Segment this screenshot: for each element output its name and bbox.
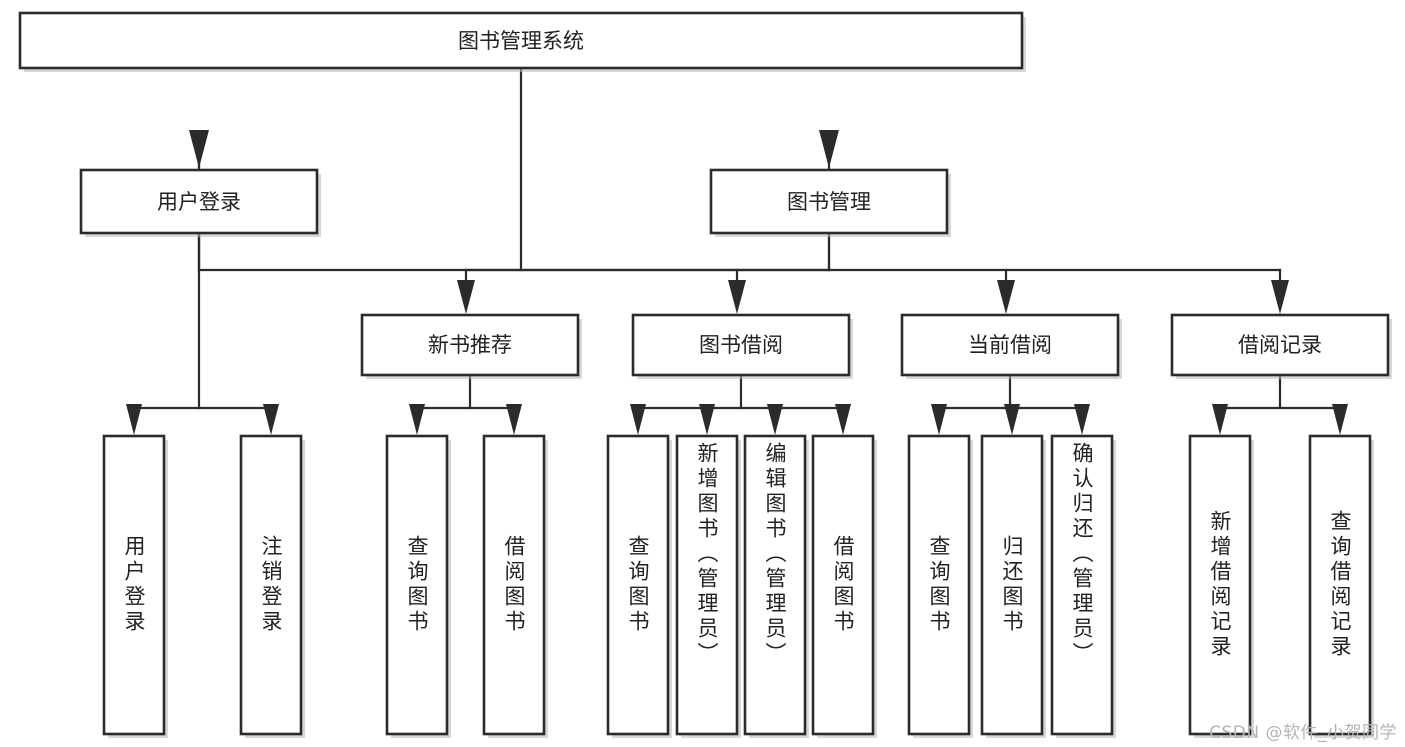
node-current-borrowing[interactable] — [900, 313, 1120, 377]
arrowhead-user-login — [189, 130, 209, 168]
node-leaf-return-book[interactable] — [980, 434, 1044, 736]
arrowhead-borrow-record — [1271, 280, 1289, 314]
node-leaf-query-borrowing-record[interactable] — [1308, 434, 1372, 736]
arrowhead-leaf-borrow-book-rec — [506, 404, 522, 435]
node-root-label: 图书管理系统 — [458, 29, 584, 53]
node-leaf-borrow-book[interactable] — [811, 434, 875, 736]
arrowhead-book-borrow — [728, 280, 746, 314]
arrowhead-leaf-query-book-cur — [931, 404, 947, 435]
arrowhead-leaf-add-book — [699, 404, 715, 435]
arrowhead-leaf-edit-book — [767, 404, 783, 435]
node-leaf-user-logout[interactable] — [239, 434, 303, 736]
node-book-borrowing[interactable] — [631, 313, 851, 377]
node-leaf-confirm-return-admin[interactable] — [1050, 434, 1114, 736]
nodes-layer: 图书管理系统 用户登录 图书管理 新书推荐 图书借阅 当前借阅 借阅记录 — [18, 11, 1392, 738]
node-root-book-management-system[interactable] — [18, 11, 1024, 70]
arrowhead-leaf-return-book — [1004, 404, 1020, 435]
node-book-borrowing-label: 图书借阅 — [699, 333, 783, 357]
node-user-login-label: 用户登录 — [157, 190, 241, 214]
node-book-management[interactable] — [709, 168, 949, 235]
node-leaf-add-book-admin[interactable] — [675, 434, 739, 736]
node-leaf-add-borrowing-record[interactable] — [1188, 434, 1252, 736]
node-borrowing-record[interactable] — [1170, 313, 1390, 377]
arrowhead-leaf-user-logout — [263, 404, 279, 435]
node-leaf-edit-book-admin[interactable] — [743, 434, 807, 736]
arrowhead-leaf-add-record — [1212, 404, 1228, 435]
arrowhead-leaf-query-book-rec — [409, 404, 425, 435]
arrowhead-book-manage — [819, 130, 839, 168]
node-leaf-query-book-recommendation[interactable] — [385, 434, 449, 736]
node-leaf-query-book-borrowing[interactable] — [606, 434, 670, 736]
node-user-login[interactable] — [79, 168, 319, 235]
node-leaf-query-book-current[interactable] — [907, 434, 971, 736]
arrowhead-leaf-query-record — [1332, 404, 1348, 435]
arrowhead-leaf-user-login — [126, 404, 142, 435]
node-book-management-label: 图书管理 — [787, 190, 871, 214]
node-borrowing-record-label: 借阅记录 — [1238, 333, 1322, 357]
node-leaf-borrow-book-recommendation[interactable] — [482, 434, 546, 736]
node-new-book-recommendation-label: 新书推荐 — [428, 333, 512, 357]
node-current-borrowing-label: 当前借阅 — [968, 333, 1052, 357]
edges-layer — [126, 66, 1348, 435]
csdn-watermark: CSDN @软件_小贺同学 — [1209, 723, 1397, 743]
arrowhead-leaf-confirm-return — [1074, 404, 1090, 435]
arrowhead-leaf-borrow-book — [835, 404, 851, 435]
node-leaf-user-login[interactable] — [102, 434, 166, 736]
node-new-book-recommendation[interactable] — [360, 313, 580, 377]
arrowhead-new-book-rec — [457, 280, 475, 314]
arrowhead-current-borrow — [997, 280, 1015, 314]
arrowhead-leaf-query-book-borrow — [630, 404, 646, 435]
